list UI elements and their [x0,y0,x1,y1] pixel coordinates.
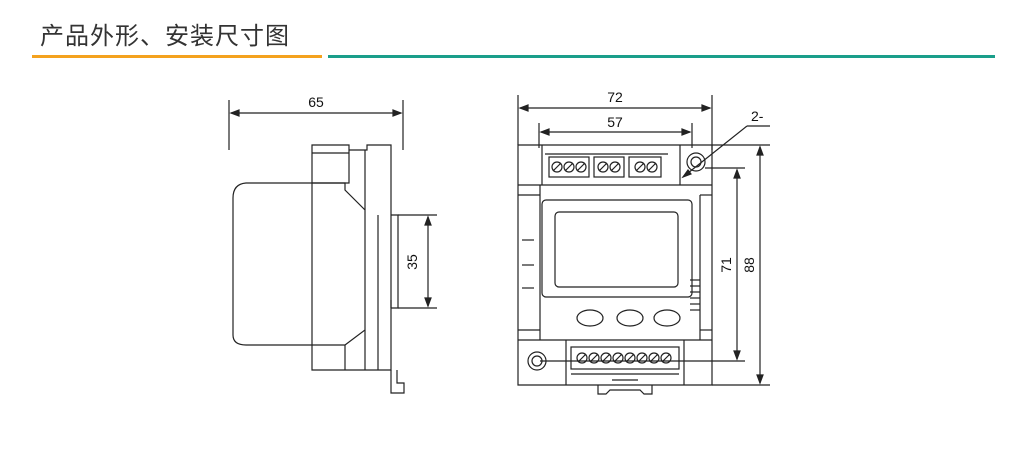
front-width-label: 72 [607,89,623,105]
front-inner-height-label: 71 [718,257,734,273]
side-view [228,100,437,394]
header-accent-line [32,55,322,58]
front-view [517,95,770,395]
side-width-label: 65 [308,94,324,110]
header-divider-line [328,55,995,58]
hole-count-label: 2- [751,108,764,124]
page-title: 产品外形、安装尺寸图 [40,22,290,50]
front-inner-width-label: 57 [607,114,623,130]
front-height-label: 88 [741,257,757,273]
top-terminal-screws [551,161,658,173]
page-header: 产品外形、安装尺寸图 [0,0,1027,60]
rail-height-label: 35 [404,254,420,270]
